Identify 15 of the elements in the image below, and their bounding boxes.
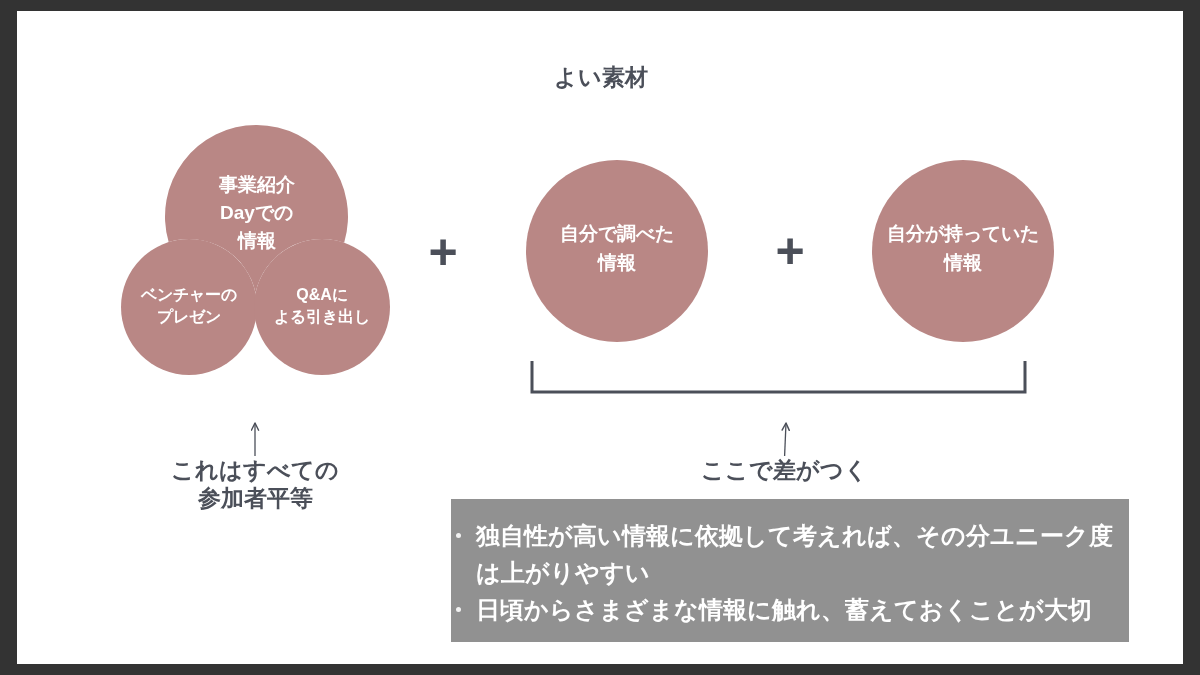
bullet-text: 日頃からさまざまな情報に触れ、蓄えておくことが大切 — [476, 595, 1093, 625]
bullet-text: 独自性が高い情報に依拠して考えれば、その分ユニーク度は上がりやすい — [476, 521, 1114, 588]
note-box — [451, 499, 1129, 642]
annotation-text: これはすべての参加者平等 — [171, 456, 339, 512]
circle-label: Q&Aによる引き出し — [274, 285, 370, 327]
plus-sign: + — [428, 238, 458, 266]
plus-sign: + — [775, 237, 805, 265]
circle-label: 自分で調べた情報 — [560, 221, 674, 275]
circle-label: 自分が持っていた情報 — [887, 221, 1039, 275]
arrow — [250, 422, 260, 457]
annotation-text: ここで差がつく — [700, 456, 868, 484]
title: よい素材 — [554, 63, 648, 92]
circle-label: ベンチャーのプレゼン — [141, 285, 237, 327]
arrow — [781, 422, 790, 457]
circle-label: 事業紹介Dayでの情報 — [218, 173, 295, 253]
